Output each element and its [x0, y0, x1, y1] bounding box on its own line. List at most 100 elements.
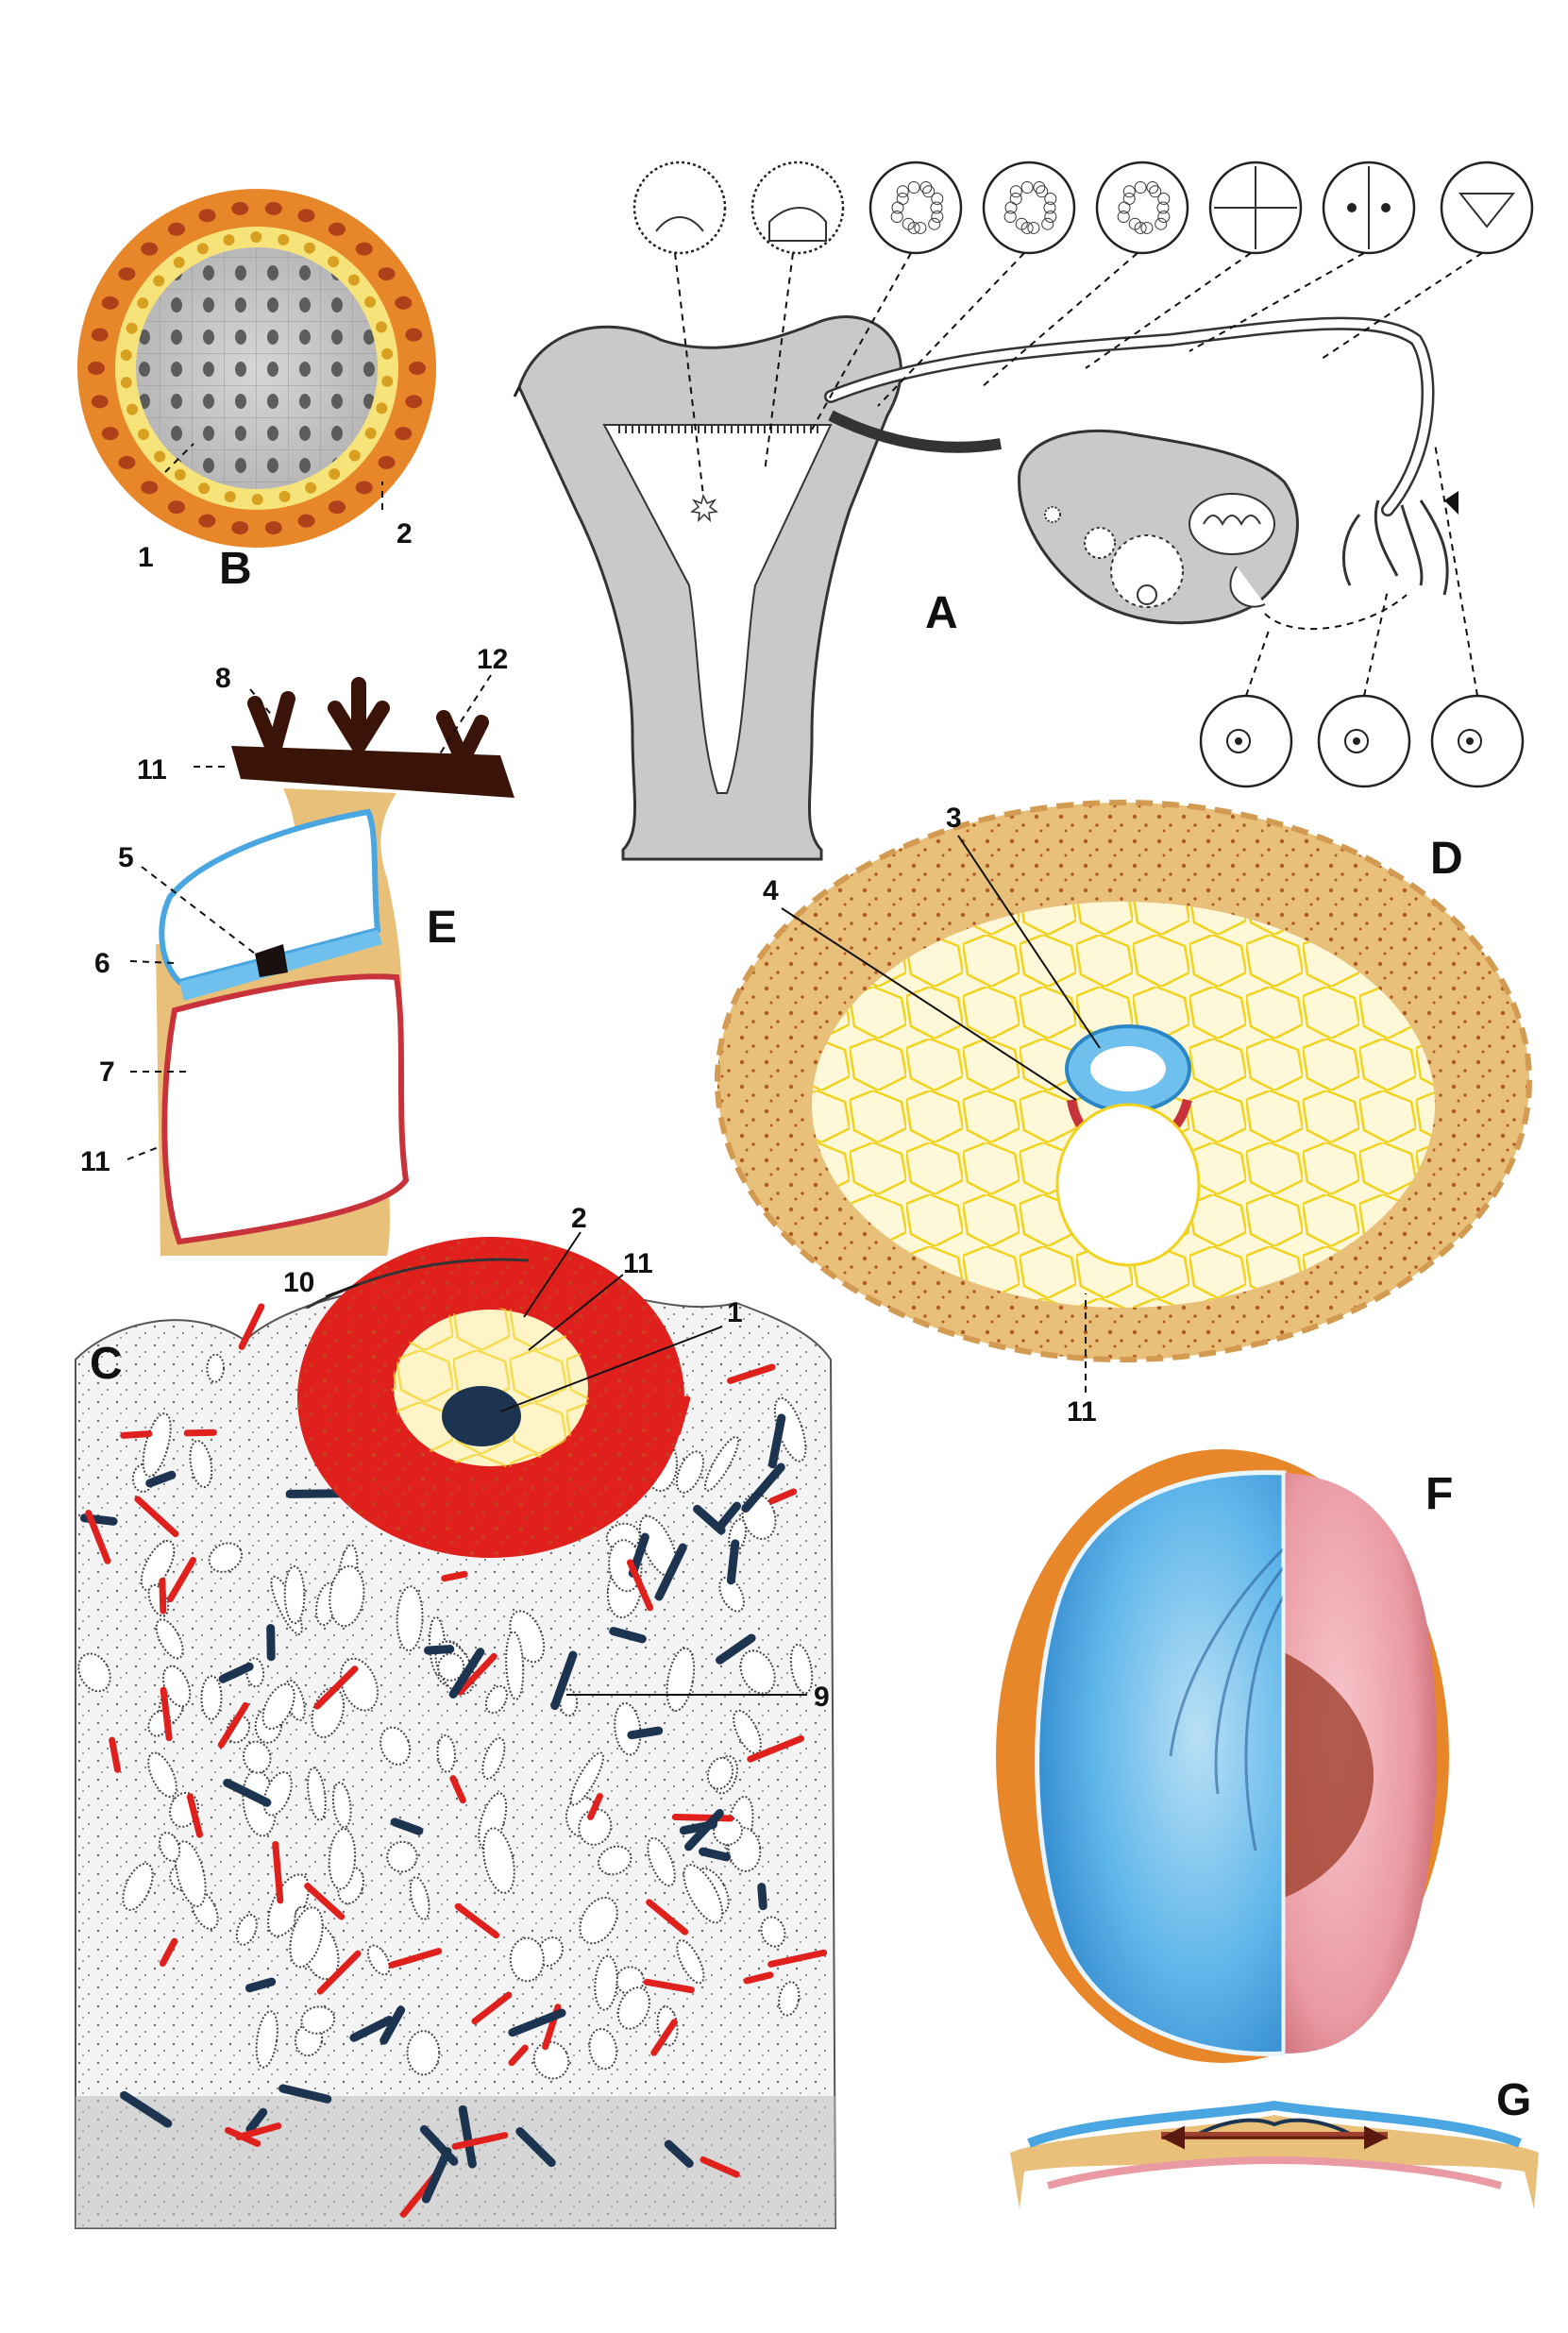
leader-e-12: [438, 674, 492, 756]
blastocyst-mass: [768, 207, 827, 242]
vein: [654, 1543, 687, 1601]
gland: [437, 1652, 465, 1682]
panel-d: 3 4 11 D: [715, 800, 1532, 1428]
cell-nucleus: [251, 493, 263, 505]
gland: [594, 1954, 618, 2011]
label-d-3: 3: [946, 803, 962, 834]
gland: [588, 2027, 618, 2071]
inner-cells-pattern: [136, 247, 378, 489]
ovulating-follicle: [1229, 566, 1266, 608]
gland: [406, 2030, 441, 2076]
vein: [726, 1539, 740, 1585]
label-b-2: 2: [396, 518, 413, 549]
cell: [1157, 192, 1171, 205]
stage-circle: [1440, 161, 1534, 255]
cell-nucleus: [278, 233, 290, 245]
oocyte-leader: [1245, 627, 1271, 697]
blastocyst-mass: [655, 216, 704, 232]
vein: [278, 2084, 332, 2104]
cell-nucleus: [329, 222, 346, 236]
gland: [509, 1936, 545, 1983]
gland: [200, 1675, 223, 1720]
letter-b: B: [219, 544, 252, 594]
stage-leader: [1321, 252, 1483, 360]
cell: [930, 201, 943, 214]
cell-nucleus: [405, 395, 423, 409]
arrowhead-icon: [1444, 491, 1458, 515]
label-e-12: 12: [477, 644, 508, 675]
artery: [451, 2132, 509, 2150]
amnion-half-f: [1035, 1470, 1287, 2057]
left-tube-stub: [513, 386, 521, 397]
letter-c: C: [90, 1339, 123, 1389]
gland: [683, 1864, 724, 1924]
artery: [120, 1430, 153, 1439]
corpus-luteum-folds: [1203, 515, 1261, 527]
nucleus: [1347, 203, 1357, 212]
gland: [481, 1736, 506, 1780]
cell-nucleus: [153, 275, 165, 287]
cell-nucleus: [118, 455, 136, 469]
artery: [441, 1570, 468, 1582]
gland: [436, 1734, 456, 1773]
label-c-2: 2: [571, 1203, 587, 1234]
stage-circle: [632, 161, 727, 255]
stage-circle: [982, 161, 1076, 255]
cell: [931, 192, 944, 205]
artery: [313, 1665, 359, 1710]
embryo-c: [442, 1386, 521, 1446]
gland: [289, 1906, 324, 1969]
vein: [717, 1501, 742, 1530]
artery: [160, 1686, 173, 1742]
leader-c-1: [499, 1326, 723, 1412]
gland: [189, 1440, 213, 1489]
panel-f: F: [996, 1449, 1453, 2063]
stage-leader: [877, 252, 1025, 407]
oocyte-leader: [1363, 589, 1389, 697]
panel-c: 10 2 11 1 9 C: [75, 1203, 837, 2229]
cell: [1117, 211, 1130, 224]
follicle-large: [1110, 534, 1184, 608]
vein: [699, 1847, 731, 1862]
amnion-e: [159, 808, 381, 986]
gland: [261, 1682, 295, 1731]
stage-leader: [1085, 252, 1252, 369]
panel-e: 8 12 11 5 6 7 11 E: [80, 644, 514, 1256]
stage-leader: [674, 252, 704, 497]
amnion-folds: [1169, 1547, 1286, 1851]
letter-f: F: [1425, 1469, 1453, 1519]
artery: [272, 1840, 284, 1904]
vein: [218, 1662, 254, 1683]
gland: [175, 1840, 207, 1908]
cell-nucleus: [126, 403, 139, 415]
cell-nucleus: [196, 243, 209, 255]
gland: [379, 1726, 412, 1766]
label-c-9: 9: [814, 1682, 830, 1713]
cell: [1155, 217, 1168, 230]
artery: [238, 1303, 265, 1350]
nucleolus: [1235, 737, 1242, 745]
gland: [773, 1396, 807, 1462]
cell: [1015, 217, 1028, 230]
cell-nucleus: [329, 468, 341, 481]
gland: [147, 1751, 177, 1799]
cell: [919, 181, 933, 194]
primitive-streak: [255, 944, 288, 977]
embryonic-disc-f: [1284, 1652, 1374, 1898]
gland: [616, 1986, 650, 2030]
vein: [390, 1817, 424, 1835]
cell-nucleus: [141, 242, 159, 256]
letter-g: G: [1496, 2075, 1531, 2125]
cell-nucleus: [278, 490, 291, 502]
cell-nucleus: [231, 521, 249, 535]
cell: [890, 211, 903, 224]
artery: [186, 1793, 203, 1838]
endoderm-g: [1046, 2155, 1503, 2189]
artery: [159, 1578, 167, 1615]
cell-nucleus: [118, 267, 136, 281]
artery: [159, 1937, 178, 1968]
artery: [134, 1496, 179, 1538]
cell-nucleus: [173, 256, 185, 268]
gland: [638, 1514, 678, 1578]
